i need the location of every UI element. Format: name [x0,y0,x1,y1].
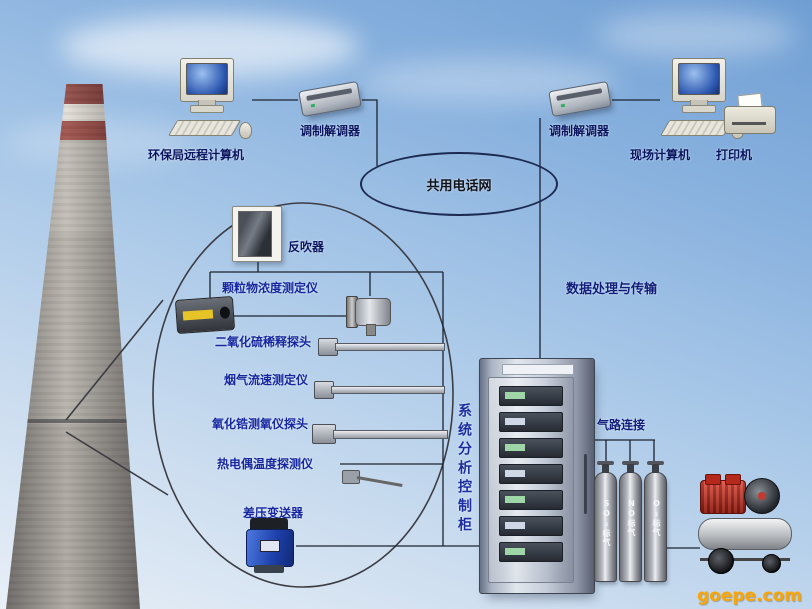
flywheel-hub [758,492,766,500]
cabinet-handle [584,454,587,514]
probe-rod [331,386,445,394]
label-blowback: 反吹器 [288,240,325,254]
cylinder-valve-stem [602,464,609,473]
wheel [762,554,781,573]
analyzer-module [499,438,563,458]
printer-slot [732,122,766,125]
thermocouple-wire [356,476,403,487]
probe-rod [335,343,445,351]
dp-cap [250,518,288,530]
analyzer-module [499,412,563,432]
analyzer-module [499,386,563,406]
receiver-body [355,298,391,326]
label-gas-line: 气路连接 [597,418,646,432]
air-tank [698,518,792,550]
analyzer-module [499,490,563,510]
laser-lens [219,306,231,319]
axle [700,558,790,561]
printer-body [724,106,776,134]
particulate-receiver-icon [346,296,392,336]
cloud [596,12,796,58]
cylinder-valve [622,461,639,465]
analyzer-module [499,516,563,536]
dp-display [260,540,280,552]
blowback-device-icon [232,206,282,262]
label-dp-transmitter: 差压变送器 [243,506,304,520]
label-cabinet: 系统分析控制柜 [456,403,472,536]
laser-band [182,309,214,321]
analyzer-module [499,464,563,484]
compressor-pump [700,474,746,514]
label-modem-left: 调制解调器 [300,124,361,138]
modem-stripe [306,88,353,102]
cylinder-label: SO₂标气 [602,499,611,547]
receiver-pipe [366,324,376,336]
printer-icon [724,92,776,140]
flywheel [744,478,780,514]
screen [678,63,720,95]
watermark: goepe.com [697,586,803,606]
cylinder-valve [597,461,614,465]
cylinder-valve-stem [652,464,659,473]
remote-computer-icon [164,58,252,150]
gas-cylinder-so2: SO₂标气 [594,461,617,582]
modem-led [560,103,566,108]
cylinder-valve [647,461,664,465]
analyzer-module [499,542,563,562]
keyboard-icon [168,120,242,136]
label-phone-network: 共用电话网 [426,178,492,194]
wheel [708,548,734,574]
probe-rod [333,430,448,439]
thermocouple-icon [342,468,412,490]
keyboard-icon [660,120,734,136]
label-epa-computer: 环保局远程计算机 [148,148,245,162]
screen [186,63,228,95]
monitor-base [190,105,224,113]
monitor-icon [672,58,726,102]
phone-network-ellipse: 共用电话网 [360,152,558,216]
modem-led [310,103,316,108]
pump-head [725,474,741,485]
site-computer-icon [656,58,744,150]
air-compressor-icon [698,474,792,586]
cabinet-door [488,377,574,583]
label-printer: 打印机 [716,148,753,162]
cabinet-nameplate [502,364,574,375]
label-data-link: 数据处理与传输 [566,282,658,297]
gas-cylinder-o2: O₂标气 [644,461,667,582]
chimney-platform-ring [6,419,140,423]
label-so2-probe: 二氧化硫稀释探头 [215,335,312,349]
cylinder-label: O₂标气 [652,499,661,537]
label-site-computer: 现场计算机 [630,148,691,162]
monitor-icon [180,58,234,102]
cylinder-label: NO标气 [627,499,636,537]
particulate-transmitter-icon [174,296,236,334]
label-flow-analyzer: 烟气流速测定仪 [224,373,309,387]
pump-head [705,474,721,485]
label-modem-right: 调制解调器 [549,124,610,138]
label-zirconia-probe: 氧化锆测氧仪探头 [212,417,309,431]
dp-base [254,565,284,573]
cylinder-valve-stem [627,464,634,473]
monitor-base [682,105,716,113]
analysis-control-cabinet [479,358,595,594]
dp-transmitter-icon [246,518,294,576]
mouse-icon [239,122,252,139]
label-particulate-analyzer: 颗粒物浓度测定仪 [222,281,319,295]
blowback-panel [238,211,272,257]
standard-gas-cylinders: SO₂标气 NO标气 O₂标气 [594,458,668,582]
modem-stripe [556,88,603,102]
label-thermocouple: 热电偶温度探测仪 [217,457,314,471]
gas-cylinder-no: NO标气 [619,461,642,582]
